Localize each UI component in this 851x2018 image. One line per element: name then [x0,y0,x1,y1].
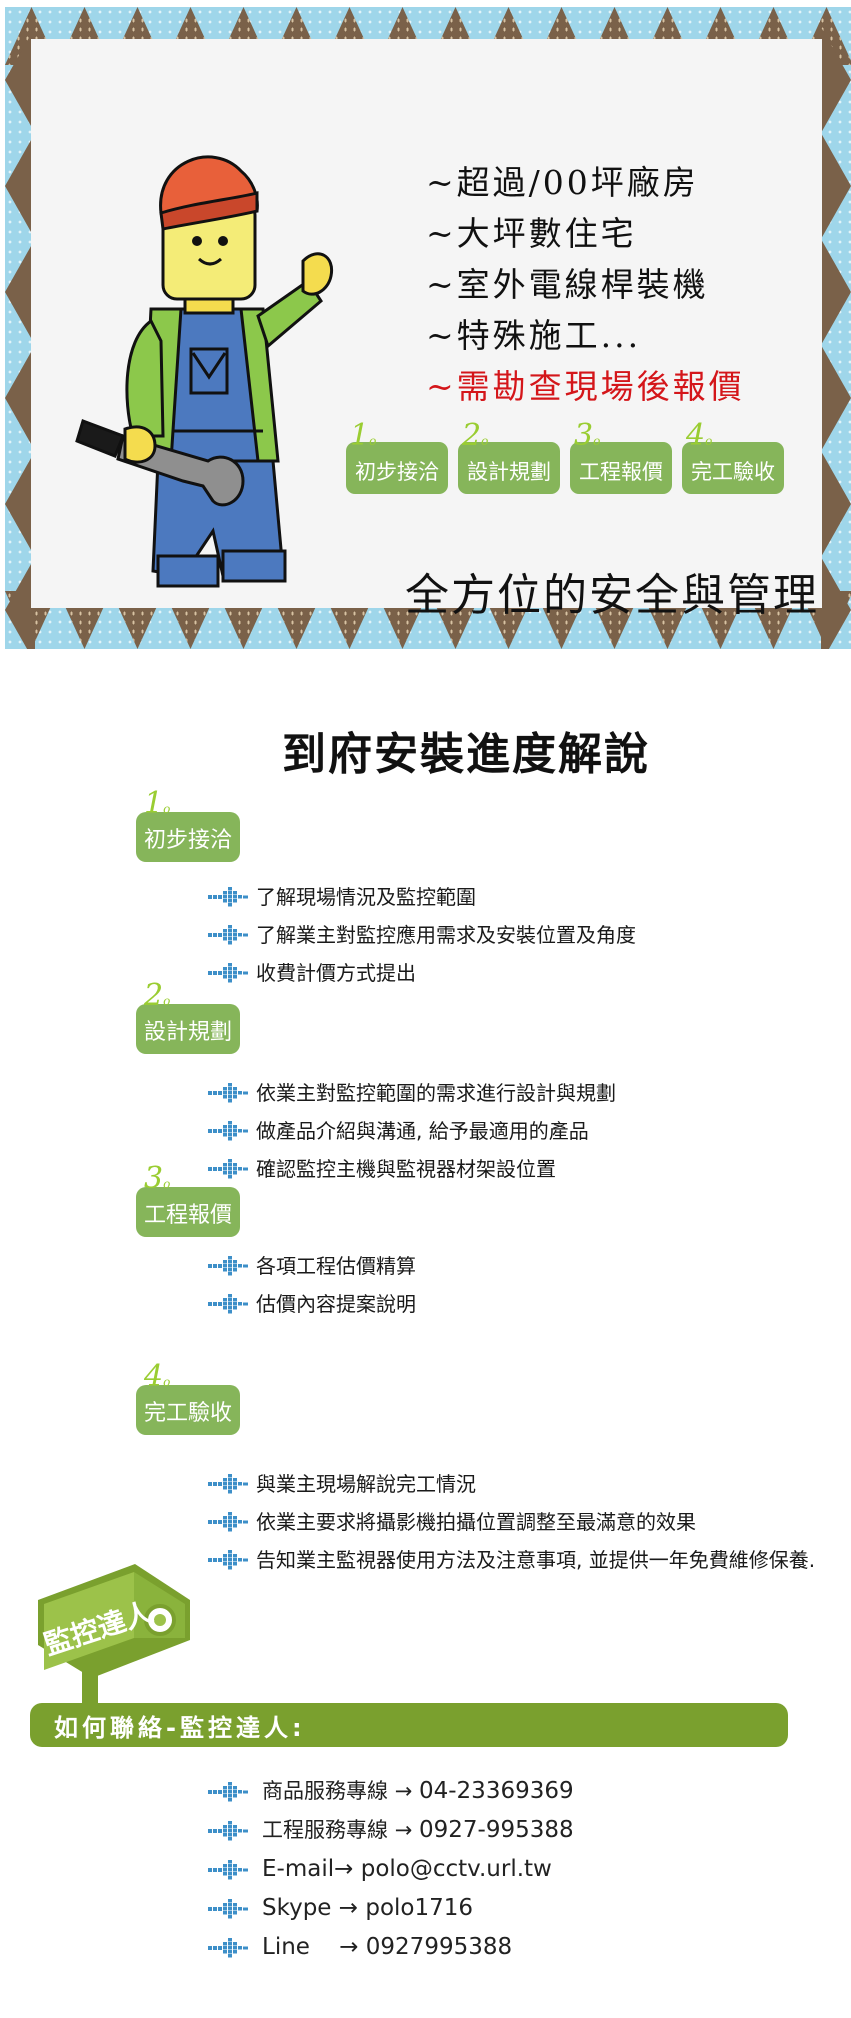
step-number: 2o [462,418,489,453]
lego-worker-illustration [75,155,334,588]
list-item: 與業主現場解說完工情況 [206,1465,815,1503]
phase-2: 2o 設計規劃 依業主對監控範圍的需求進行設計與規劃 做產品介紹與溝通, 給予最… [136,978,616,1188]
dotted-arrow-icon [206,1294,250,1314]
phase-3: 3o 工程報價 各項工程估價精算 估價內容提案說明 [136,1161,416,1323]
border-zigzag [821,345,851,451]
feature-list: ~超過/00坪廠房 ~大坪數住宅 ~室外電線桿裝機 ~特殊施工... ~需勘查現… [426,157,745,412]
dotted-arrow-icon [206,1121,250,1141]
contact-item-email: E-mail→ polo@cctv.url.tw [206,1850,574,1889]
contact-item-service-hotline: 工程服務專線 → 0927-995388 [206,1811,574,1850]
border-zigzag [821,133,851,239]
list-item: 依業主要求將攝影機拍攝位置調整至最滿意的效果 [206,1503,815,1541]
list-item: 告知業主監視器使用方法及注意事項, 並提供一年免費維修保養. [206,1541,815,1579]
phase-items: 了解現場情況及監控範圍 了解業主對監控應用需求及安裝位置及角度 收費計價方式提出 [206,878,636,992]
feature-item: ~特殊施工... [426,316,642,355]
step-number: 1o [144,786,171,821]
border-zigzag [821,239,851,345]
border-zigzag [821,557,851,649]
email-link[interactable]: polo@cctv.url.tw [360,1856,552,1882]
step-badge-2: 2o 設計規劃 [458,418,560,494]
promo-banner: ~超過/00坪廠房 ~大坪數住宅 ~室外電線桿裝機 ~特殊施工... ~需勘查現… [5,7,851,649]
phase-badge: 2o 設計規劃 [136,978,240,1054]
phase-items: 各項工程估價精算 估價內容提案說明 [206,1247,416,1323]
phase-badge: 4o 完工驗收 [136,1359,240,1435]
dotted-arrow-icon [206,1820,250,1841]
dotted-arrow-icon [206,1937,250,1958]
contact-item-line: Line → 0927995388 [206,1928,574,1967]
step-number: 2o [144,978,171,1013]
cctv-camera-logo-icon: 監控達人 [38,1564,190,1710]
dotted-arrow-icon [206,1159,250,1179]
step-number: 3o [144,1161,171,1196]
dotted-arrow-icon [206,1256,250,1276]
dotted-arrow-icon [206,1512,250,1532]
dotted-arrow-icon [206,1781,250,1802]
line-id[interactable]: 0927995388 [365,1934,513,1960]
list-item: 估價內容提案說明 [206,1285,416,1323]
list-item: 依業主對監控範圍的需求進行設計與規劃 [206,1074,616,1112]
contact-heading: 如何聯絡-監控達人: [54,1713,306,1742]
list-item: 做產品介紹與溝通, 給予最適用的產品 [206,1112,616,1150]
phase-4: 4o 完工驗收 與業主現場解說完工情況 依業主要求將攝影機拍攝位置調整至最滿意的… [136,1359,815,1579]
step-number: 4o [144,1359,171,1394]
contact-item-skype: Skype → polo1716 [206,1889,574,1928]
process-title: 到府安裝進度解說 [282,729,650,780]
list-item: 收費計價方式提出 [206,954,636,992]
dotted-arrow-icon [206,1859,250,1880]
step-badge-1: 1o 初步接洽 [346,418,448,494]
phone-link[interactable]: 0927-995388 [418,1817,574,1843]
list-item: 了解現場情況及監控範圍 [206,878,636,916]
dotted-arrow-icon [206,887,250,907]
feature-item: ~室外電線桿裝機 [426,265,709,304]
banner-panel: ~超過/00坪廠房 ~大坪數住宅 ~室外電線桿裝機 ~特殊施工... ~需勘查現… [31,39,822,621]
step-number: 4o [686,418,713,453]
step-number: 1o [350,418,377,453]
dotted-arrow-icon [206,963,250,983]
right-zigzag-border [821,7,851,649]
dotted-arrow-icon [206,1550,250,1570]
list-item: 確認監控主機與監視器材架設位置 [206,1150,616,1188]
step-number: 3o [574,418,601,453]
left-zigzag-border [5,7,35,649]
list-item: 了解業主對監控應用需求及安裝位置及角度 [206,916,636,954]
step-badge-3: 3o 工程報價 [570,418,672,494]
feature-item-highlight: ~需勘查現場後報價 [426,367,745,406]
contact-heading-bar: 如何聯絡-監控達人: [30,1703,788,1747]
dotted-arrow-icon [206,925,250,945]
phase-items: 依業主對監控範圍的需求進行設計與規劃 做產品介紹與溝通, 給予最適用的產品 確認… [206,1074,616,1188]
list-item: 各項工程估價精算 [206,1247,416,1285]
border-zigzag [821,27,851,133]
contact-item-product-hotline: 商品服務專線 → 04-23369369 [206,1772,574,1811]
contact-list: 商品服務專線 → 04-23369369 工程服務專線 → 0927-99538… [206,1772,574,1967]
dotted-arrow-icon [206,1898,250,1919]
phone-link[interactable]: 04-23369369 [418,1778,574,1804]
phase-1: 1o 初步接洽 了解現場情況及監控範圍 了解業主對監控應用需求及安裝位置及角度 … [136,786,636,992]
phase-items: 與業主現場解說完工情況 依業主要求將攝影機拍攝位置調整至最滿意的效果 告知業主監… [206,1465,815,1579]
phase-badge: 1o 初步接洽 [136,786,240,862]
dotted-arrow-icon [206,1474,250,1494]
feature-item: ~大坪數住宅 [426,214,637,253]
step-badge-4: 4o 完工驗收 [682,418,784,494]
skype-id[interactable]: polo1716 [365,1895,474,1921]
dotted-arrow-icon [206,1083,250,1103]
feature-item: ~超過/00坪廠房 [426,163,699,202]
banner-tagline: 全方位的安全與管理 [405,570,819,621]
phase-badge: 3o 工程報價 [136,1161,240,1237]
border-zigzag [821,451,851,557]
steps-row: 1o 初步接洽 2o 設計規劃 3o 工程報價 4o 完工驗收 [346,418,784,494]
